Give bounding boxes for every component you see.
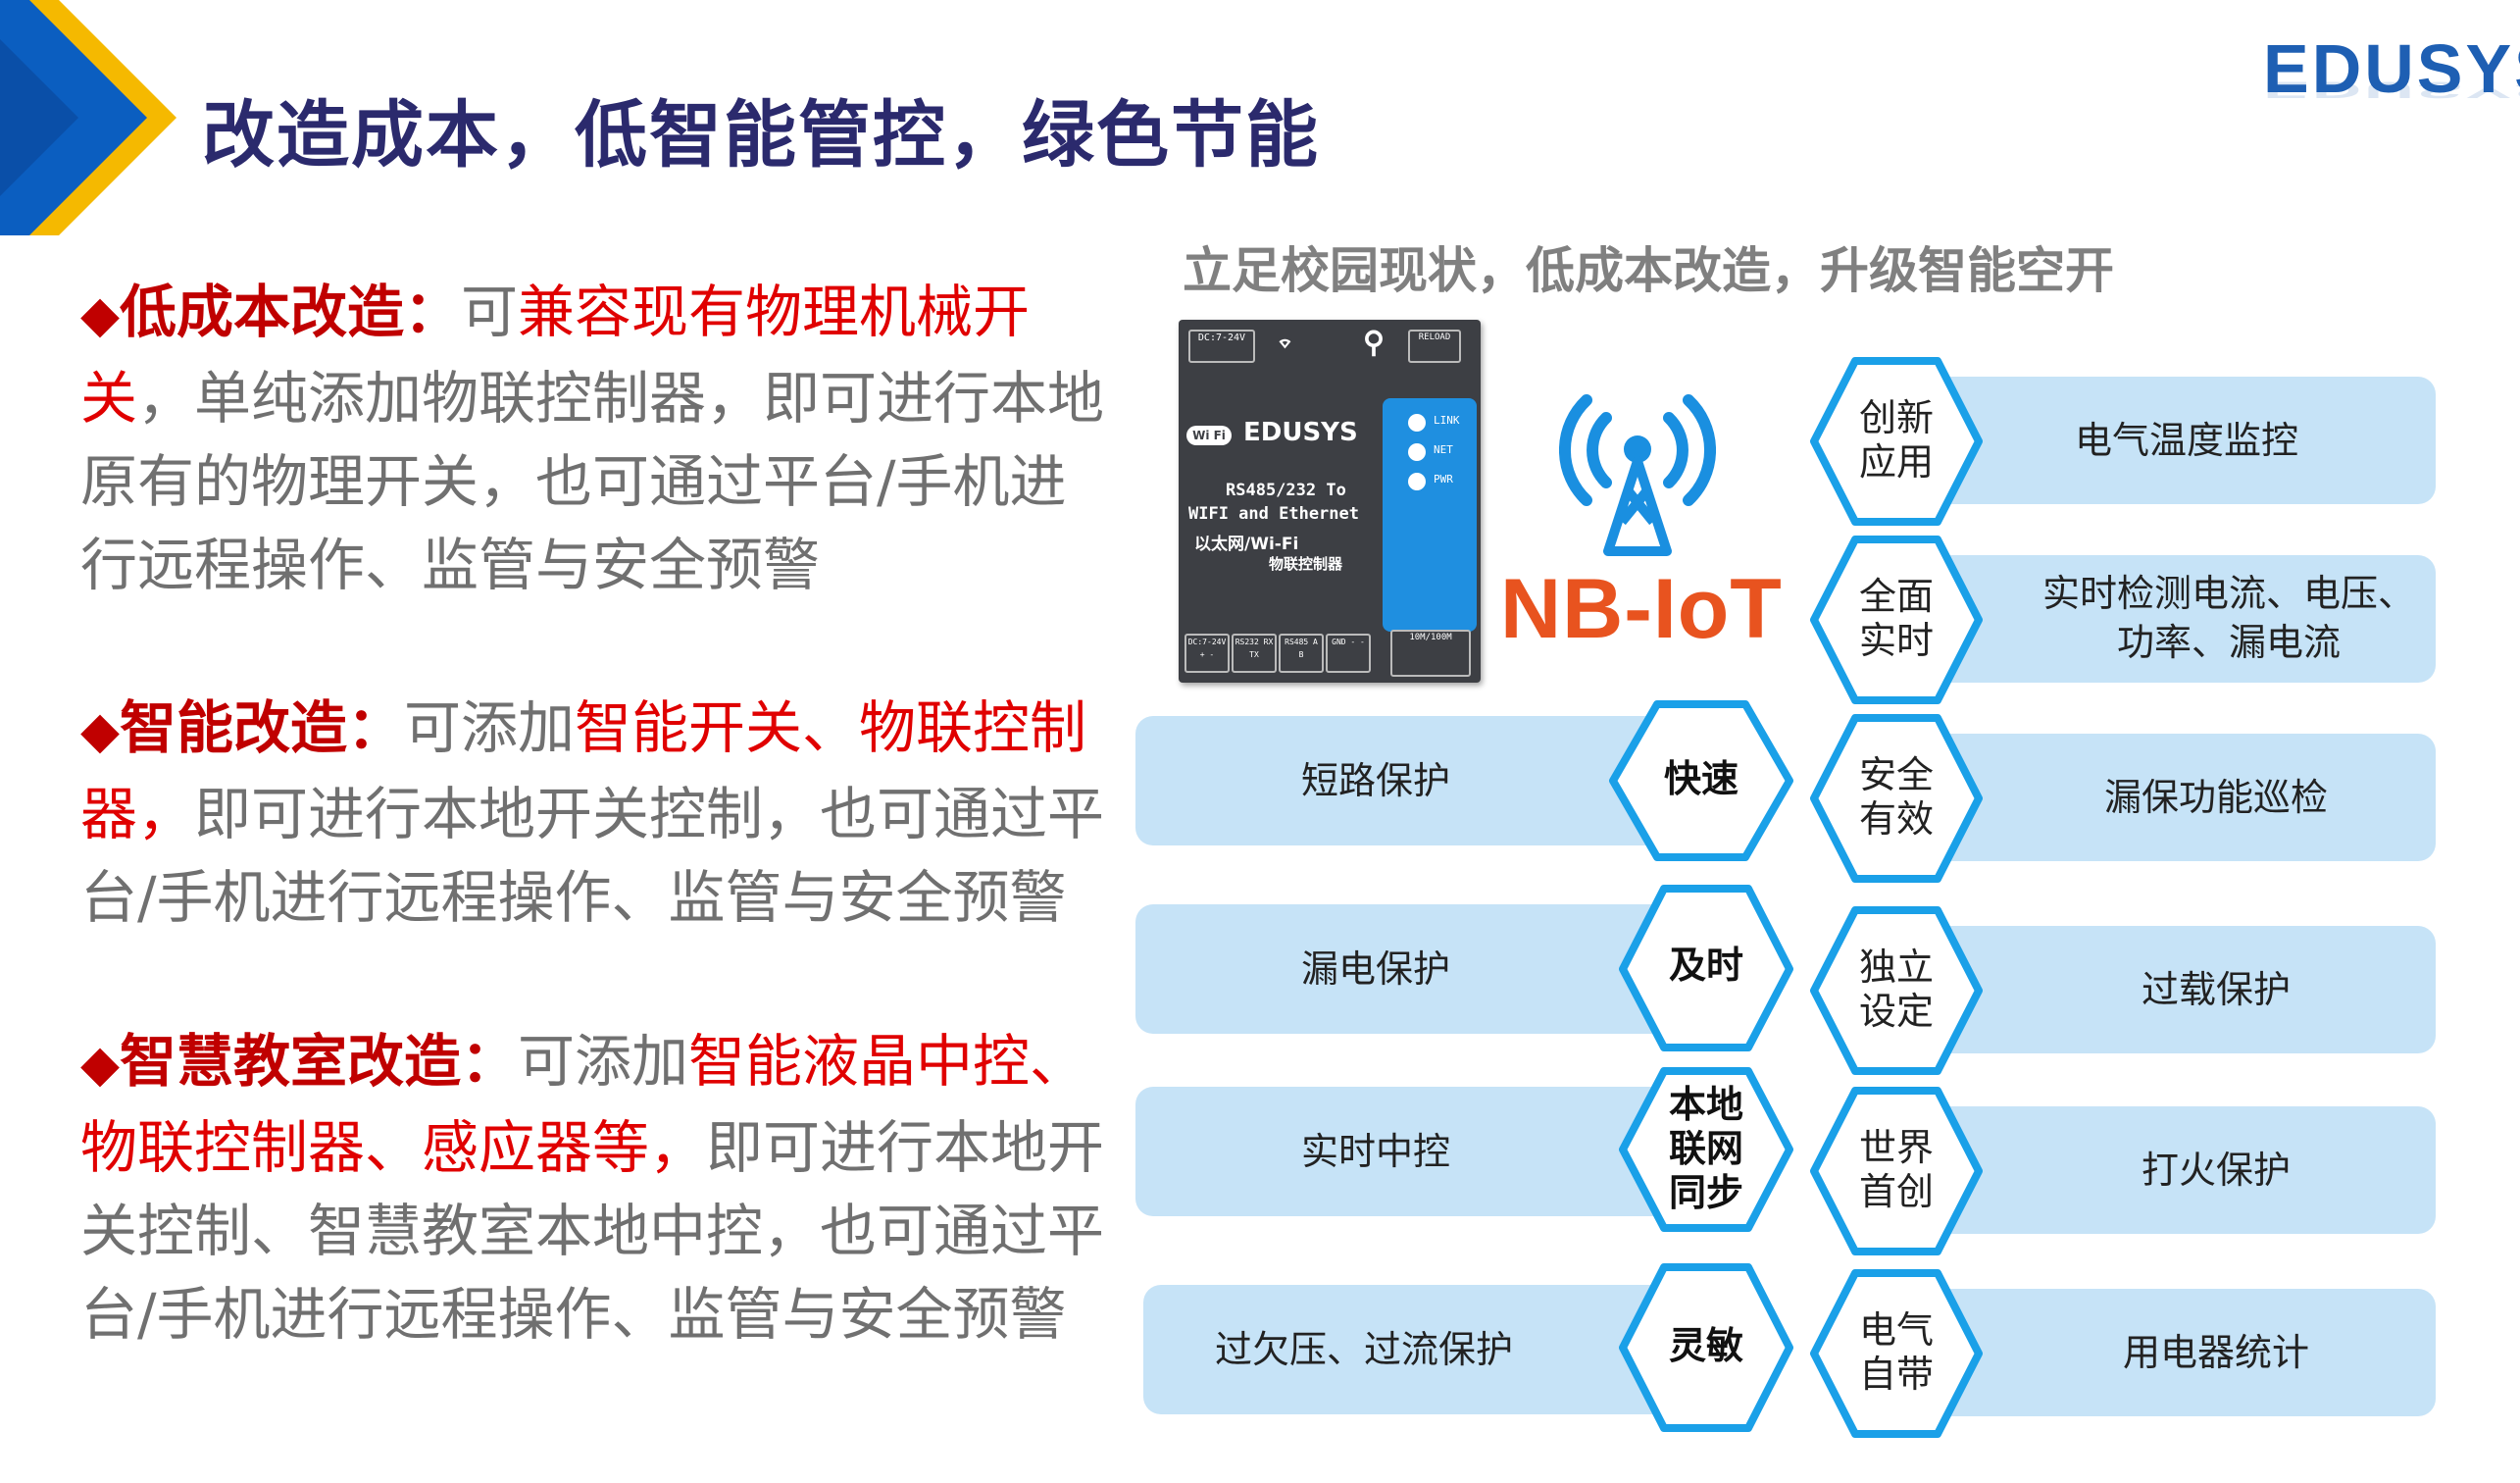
hexagon-right-1: [1810, 357, 1983, 526]
device-line-4: 物联控制器: [1269, 555, 1343, 573]
hexagon-label: 电气自带: [1858, 1308, 1934, 1396]
section-classroom: ◆智慧教室改造：可添加智能液晶中控、物联控制器、感应器等，即可进行本地开关控制、…: [80, 1020, 1120, 1356]
wifi-badge: Wi Fi: [1186, 426, 1232, 445]
port-power: DC:7-24V + -: [1184, 634, 1230, 673]
port-rs485: RS485 A B: [1279, 634, 1324, 673]
led-pwr-label: PWR: [1434, 473, 1453, 486]
hexagon-right-2: [1810, 536, 1983, 704]
device-power-label: DC:7-24V: [1188, 330, 1255, 363]
feature-bar-label: 漏保功能巡检: [2103, 776, 2328, 819]
hexagon-label: 灵敏: [1668, 1324, 1743, 1367]
section-highlight: 智能开关、物联控制器，: [80, 694, 1087, 847]
bullet-diamond: ◆: [80, 285, 120, 344]
feature-bar-label: 打火保护: [2141, 1149, 2291, 1192]
section-low-cost: ◆低成本改造：可兼容现有物理机械开关，单纯添加物联控制器，即可进行本地原有的物理…: [80, 271, 1120, 607]
hexagon-label: 全面实时: [1858, 575, 1934, 662]
page-title: 改造成本，低智能管控，绿色节能: [202, 93, 1320, 178]
device-reload-label: RELOAD: [1408, 330, 1461, 363]
feature-bar-right: [1912, 734, 2436, 861]
usb-icon: ⚲: [1363, 326, 1385, 360]
led-net-label: NET: [1434, 443, 1453, 456]
hexagon-label: 创新应用: [1858, 396, 1934, 484]
section-heading: 低成本改造：: [120, 279, 462, 345]
section-lead: 可: [461, 279, 519, 345]
led-link-label: LINK: [1434, 414, 1460, 427]
section-body: 即可进行本地开关控制、智慧教室本地中控，也可通过平台/手机进行远程操作、监管与安…: [80, 1114, 1105, 1348]
feature-bar-left: [1135, 716, 1685, 845]
section-heading: 智能改造：: [120, 694, 405, 761]
section-highlight: 兼容现有物理机械开关: [80, 279, 1031, 432]
feature-bar-label: 用电器统计: [2122, 1331, 2309, 1374]
cell-tower-icon: [1559, 394, 1716, 556]
device-brand: EDUSYS: [1243, 418, 1358, 447]
hexagon-label: 及时: [1668, 944, 1743, 987]
section-smart: ◆智能改造：可添加智能开关、物联控制器，即可进行本地开关控制，也可通过平台/手机…: [80, 687, 1120, 940]
feature-bar-right: [1912, 926, 2436, 1053]
feature-bar-label: 实时中控: [1300, 1130, 1450, 1173]
port-gnd: GND - -: [1326, 634, 1371, 673]
hexagon-left-2: [1619, 885, 1793, 1051]
device-led-panel: [1383, 398, 1477, 632]
feature-bar-label: 实时检测电流、电压、功率、漏电流: [2041, 572, 2415, 664]
hexagon-label: 快速: [1663, 757, 1739, 800]
feature-bar-left: [1143, 1285, 1692, 1414]
feature-bar-right: [1912, 555, 2436, 683]
led-net: [1408, 443, 1426, 461]
section-heading: 智慧教室改造：: [120, 1028, 519, 1095]
section-lead: 可添加: [404, 694, 576, 761]
hexagon-label: 独立设定: [1858, 946, 1934, 1033]
hexagon-label: 本地联网同步: [1668, 1083, 1743, 1214]
hexagon-right-6: [1810, 1269, 1983, 1438]
hexagon-right-4: [1810, 906, 1983, 1075]
hexagon-label: 世界首创: [1858, 1126, 1934, 1213]
feature-bar-label: 短路保护: [1300, 759, 1450, 802]
device-line-1: RS485/232 To: [1226, 481, 1346, 500]
hexagon-left-3: [1619, 1067, 1793, 1232]
port-rs232: RS232 RX TX: [1232, 634, 1277, 673]
led-link: [1408, 414, 1426, 432]
section-body: 即可进行本地开关控制，也可通过平台/手机进行远程操作、监管与安全预警: [80, 781, 1105, 931]
port-ethernet: 10M/100M: [1390, 630, 1471, 677]
brand-logo: EDUSYS: [2263, 30, 2520, 107]
section-body: ，单纯添加物联控制器，即可进行本地原有的物理开关，也可通过平台/手机进行远程操作…: [80, 365, 1105, 598]
device-line-2: WIFI and Ethernet: [1188, 504, 1359, 524]
feature-bar-label: 电气温度监控: [2074, 419, 2298, 462]
antenna-icon: ⌔: [1277, 328, 1293, 360]
feature-bar-left: [1135, 904, 1685, 1034]
section-lead: 可添加: [518, 1028, 689, 1095]
corner-decoration: [0, 0, 176, 235]
feature-bar-right: [1912, 1289, 2436, 1416]
hexagon-left-1: [1609, 700, 1793, 861]
section-highlight: 智能液晶中控、物联控制器、感应器等，: [80, 1028, 1087, 1181]
feature-bar-label: 过载保护: [2141, 968, 2291, 1011]
nb-iot-logo: NB-IoT: [1500, 562, 1783, 656]
feature-bar-label: 过欠压、过流保护: [1214, 1328, 1513, 1371]
feature-bar-label: 漏电保护: [1300, 947, 1450, 991]
feature-bar-right: [1912, 377, 2436, 504]
section-subtitle: 立足校园现状，低成本改造，升级智能空开: [1183, 242, 2114, 299]
led-pwr: [1408, 473, 1426, 490]
bullet-diamond: ◆: [80, 701, 120, 760]
feature-bar-left: [1135, 1087, 1685, 1216]
hexagon-label: 安全有效: [1858, 753, 1934, 841]
feature-bar-right: [1912, 1106, 2436, 1234]
hexagon-right-5: [1810, 1087, 1983, 1255]
device-line-3: 以太网/Wi-Fi: [1194, 535, 1299, 554]
hexagon-right-3: [1810, 714, 1983, 883]
hexagon-left-4: [1619, 1263, 1793, 1432]
bullet-diamond: ◆: [80, 1035, 120, 1094]
